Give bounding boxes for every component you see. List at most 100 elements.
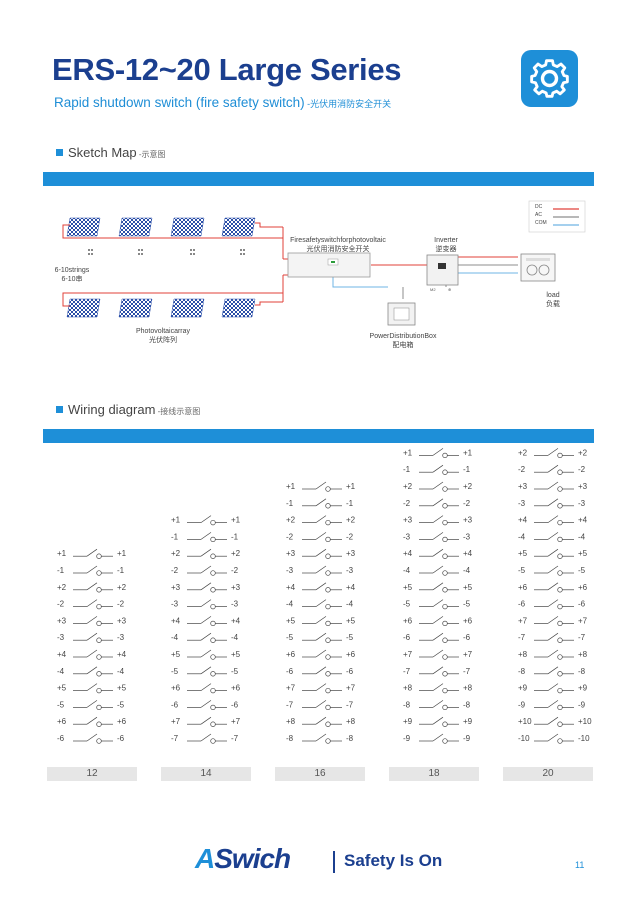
pv-array-text: Photovoltaicarray [135,328,191,335]
terminal-label-in: +5 [286,616,296,625]
sketch-map: M2 ⊕ DC AC COM 6-10strings 6-10串 Photovo… [43,187,594,359]
power-box-text: PowerDistributionBox [369,333,437,340]
wiring-row: +5+5 [403,582,473,593]
terminal-label-in: -5 [403,600,411,609]
terminal-label-out: -7 [346,700,354,709]
wiring-row: +3+3 [286,548,356,559]
terminal-label-in: -5 [518,566,526,575]
switch-contact [325,654,331,660]
switch-blade [547,565,559,574]
gear-icon [521,50,578,107]
logo-letter-a: A [195,843,215,874]
terminal-label-in: +4 [57,650,67,659]
wiring-row: -6-6 [171,700,239,711]
switch-blade [86,716,98,725]
switch-contact [96,603,102,610]
switch-contact [210,519,216,526]
switch-blade [432,515,444,523]
terminal-label-in: +2 [171,549,181,558]
terminal-label-in: +8 [403,684,413,693]
terminal-label-out: +5 [346,616,356,625]
switch-blade [200,599,212,607]
fire-switch-cn: 光伏用消防安全开关 [306,246,370,253]
terminal-label-in: -3 [57,633,65,642]
switch-blade [315,515,327,523]
switch-contact [442,687,448,694]
wiring-row: +1+1 [286,481,356,492]
terminal-label-in: -2 [171,566,179,575]
terminal-label-in: +2 [403,482,413,491]
terminal-label-in: +10 [518,717,532,726]
terminal-label-out: +4 [463,549,473,558]
terminal-label-in: -8 [403,700,411,709]
terminal-label-in: -4 [518,532,526,541]
wiring-heading: Wiring diagram -接线示意图 [56,402,200,417]
switch-contact [325,603,331,610]
strings-label: 6-10strings 6-10串 [43,266,101,284]
switch-blade [200,700,212,708]
switch-blade [432,532,444,540]
wiring-row: +4+4 [57,649,127,660]
terminal-label-in: +6 [518,583,528,592]
wiring-row: +5+5 [57,683,127,694]
switch-blade [86,649,98,658]
load-cn: 负载 [546,301,560,308]
terminal-label-out: +7 [346,684,356,693]
switch-contact [325,503,331,509]
wiring-row: +5+5 [518,548,588,559]
terminal-label-in: -1 [57,566,65,575]
fire-safety-switch-box [287,252,371,278]
terminal-label-in: +1 [171,516,181,525]
terminal-label-out: -4 [463,566,471,575]
switch-contact [210,738,216,744]
switch-blade [547,548,559,557]
switch-blade [547,700,559,708]
switch-blade [86,616,98,624]
terminal-label-out: +6 [117,717,127,726]
terminal-label-in: +8 [518,650,528,659]
switch-contact [325,519,331,526]
wiring-row: -4-4 [403,565,471,576]
wiring-column-14: +1+1-1-1+2+2-2-2+3+3-3-3+4+4-4-4+5+5-5-5… [171,515,241,744]
switch-blade [315,599,327,607]
switch-blade [200,632,212,641]
terminal-label-out: -4 [578,532,586,541]
terminal-label-out: -7 [578,633,586,642]
wiring-row: +9+9 [403,716,473,727]
terminal-label-out: +2 [578,448,588,457]
switch-contact [325,687,331,694]
terminal-label-out: -6 [117,734,125,743]
terminal-label-in: +3 [286,549,296,558]
terminal-label-in: -10 [518,734,530,743]
terminal-label-out: +3 [117,616,127,625]
switch-contact [442,738,448,744]
switch-blade [432,448,444,456]
switch-contact [210,587,216,593]
terminal-label-out: -3 [578,499,586,508]
terminal-label-in: -2 [57,600,65,609]
switch-blade [547,666,559,675]
brand-logo: ASwich [195,843,291,875]
terminal-label-in: +9 [403,717,413,726]
switch-contact [442,486,448,492]
wiring-row: +9+9 [518,683,588,694]
switch-blade [547,649,559,658]
wiring-label-12: 12 [47,767,137,781]
sketch-heading: Sketch Map -示意图 [56,145,166,160]
wiring-row: +8+8 [518,649,588,660]
switch-blade [315,548,327,557]
terminal-label-in: -2 [403,499,411,508]
switch-blade [86,683,98,691]
terminal-label-out: +2 [117,583,127,592]
switch-blade [432,733,444,742]
switch-contact [96,654,102,660]
page-subtitle: Rapid shutdown switch (fire safety switc… [54,95,391,110]
wiring-row: +7+7 [403,649,473,660]
switch-contact [442,671,448,677]
switch-contact [210,637,216,643]
wiring-row: +7+7 [286,683,356,694]
terminal-label-out: -3 [346,566,354,575]
wiring-row: -8-8 [403,700,471,711]
switch-contact [325,486,331,492]
wiring-row: +7+7 [518,616,588,627]
